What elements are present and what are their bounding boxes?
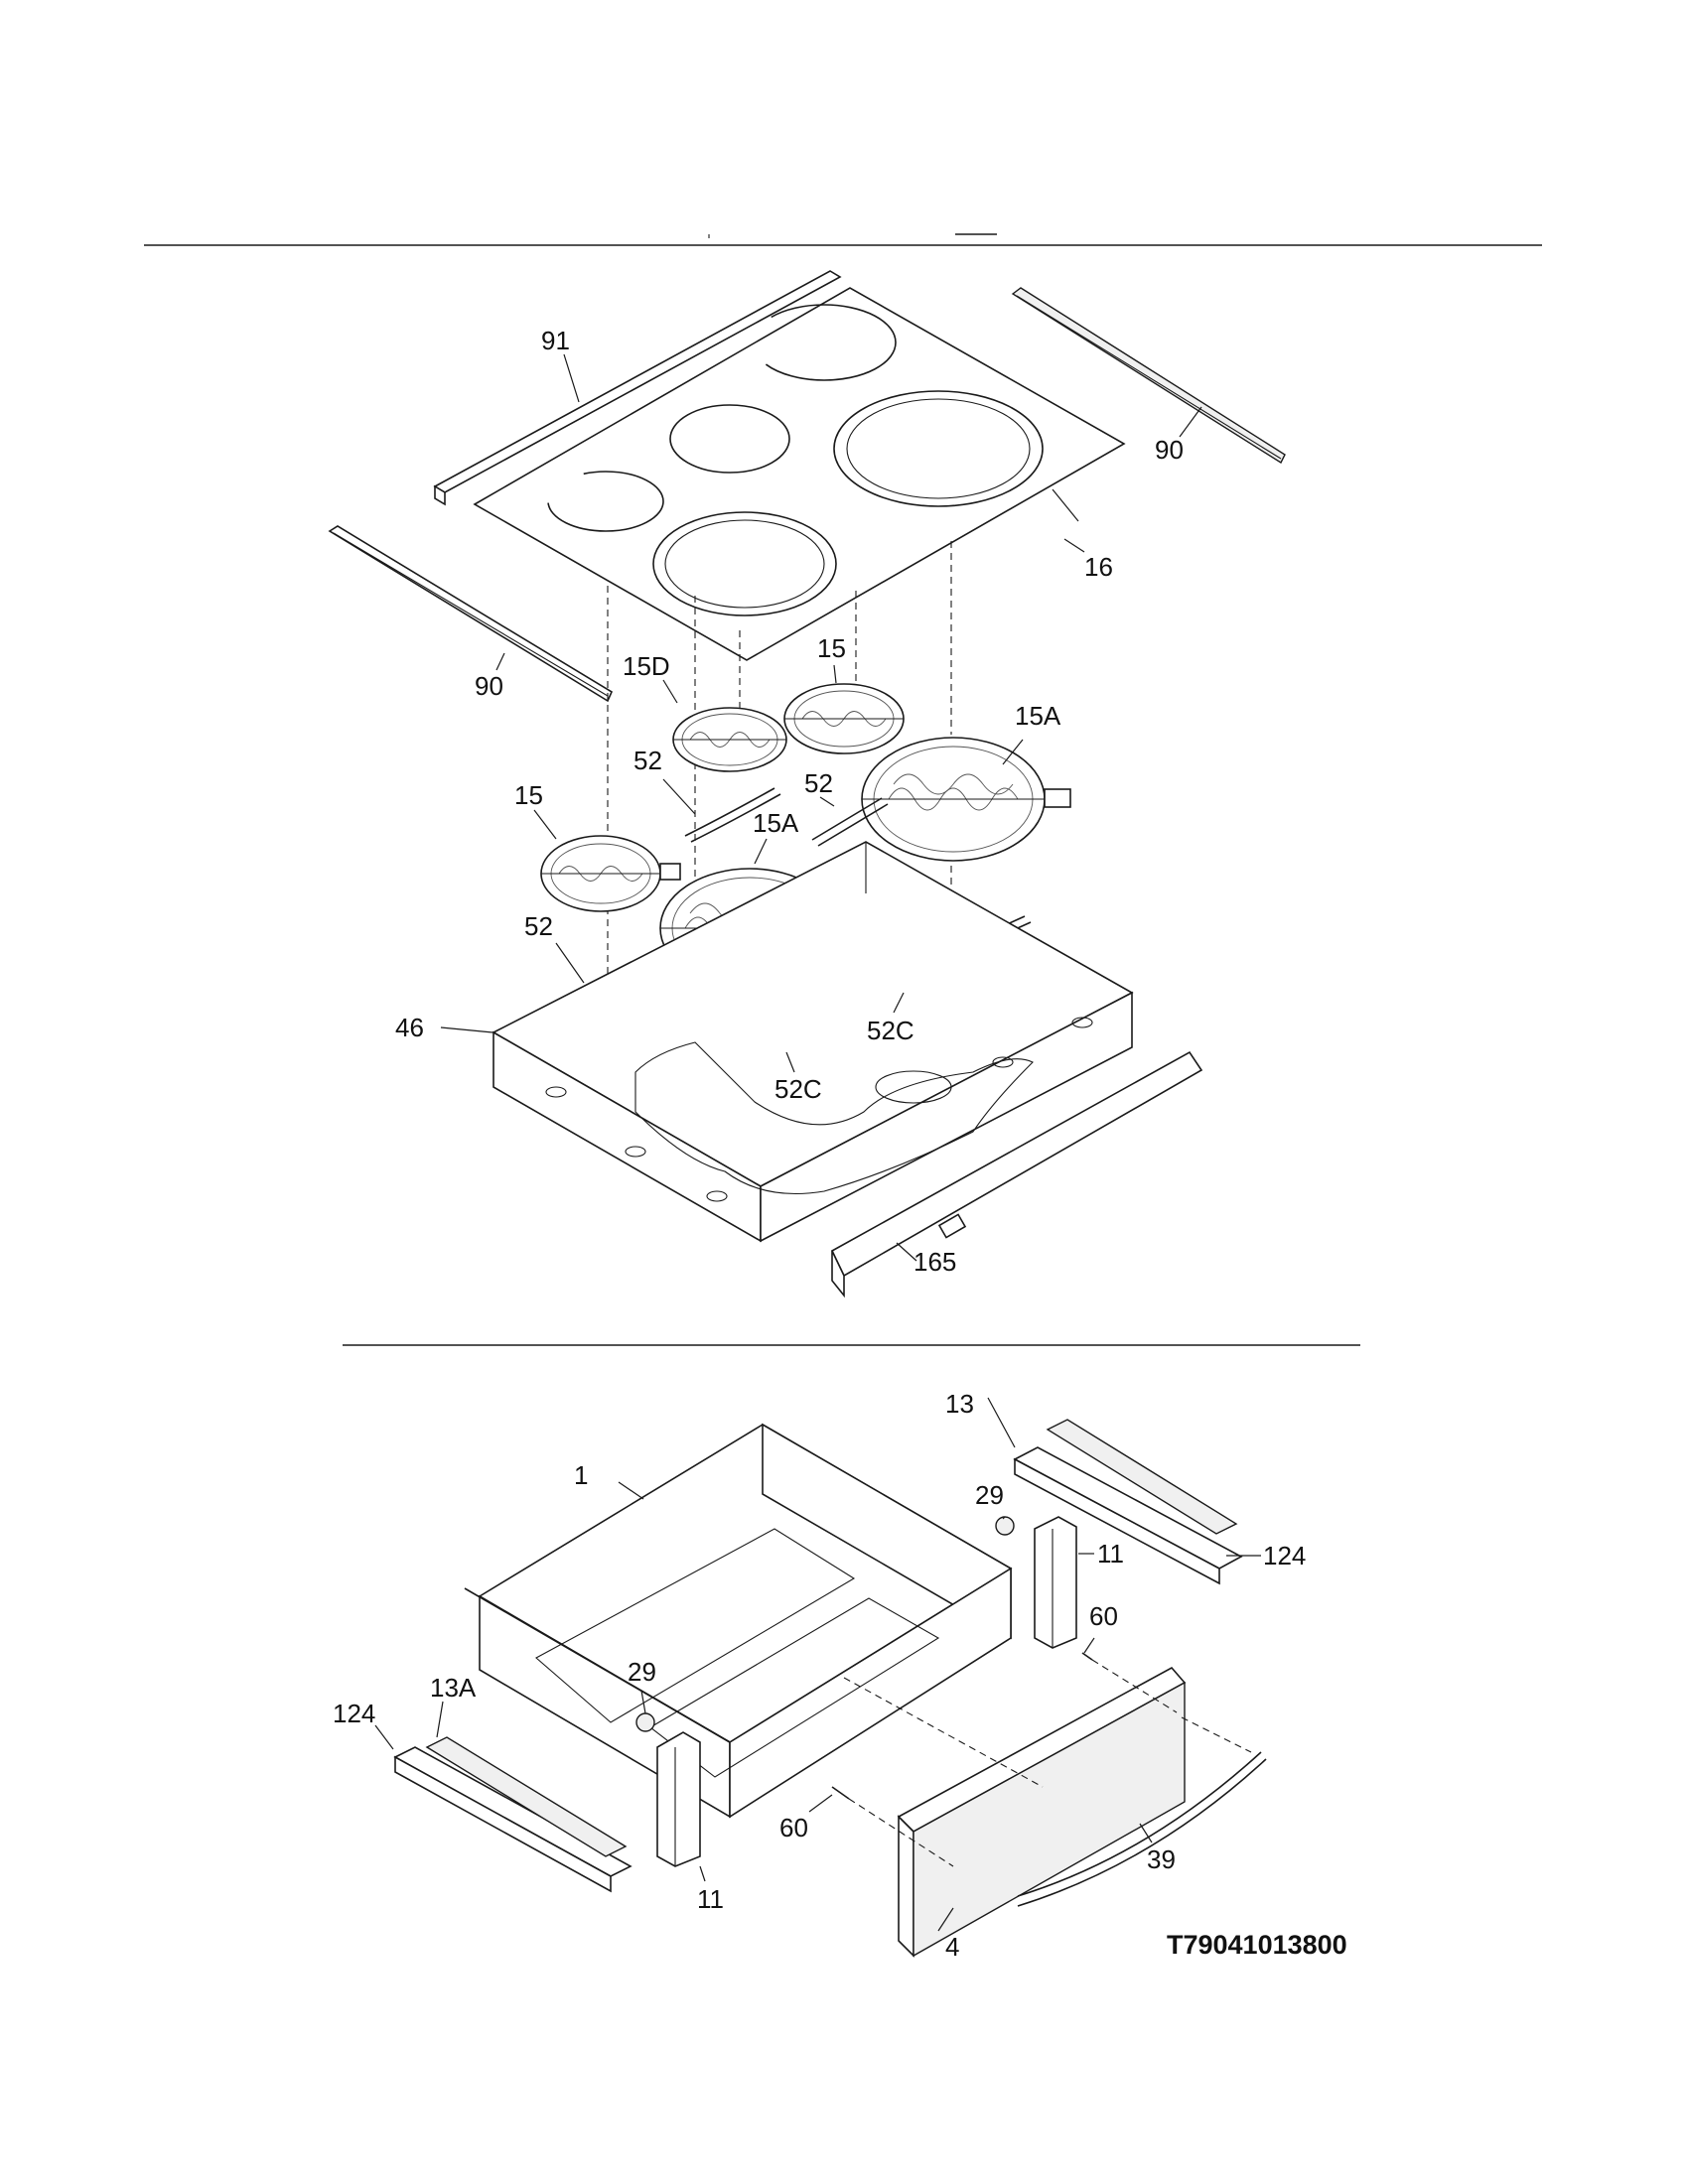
part-91-rear-trim (433, 270, 842, 506)
part-15D-burner (672, 707, 787, 772)
callout-52-c: 52 (524, 911, 553, 941)
part-90-right-trim (1011, 287, 1286, 465)
part-15A-burner-right (861, 737, 1071, 862)
callout-60-left: 60 (779, 1813, 808, 1843)
callout-29-right: 29 (975, 1480, 1004, 1510)
callout-16: 16 (1084, 552, 1113, 582)
callout-52-a: 52 (633, 746, 662, 775)
part-15-burner-rear (783, 683, 905, 754)
callout-39: 39 (1147, 1844, 1176, 1874)
callout-90-left: 90 (475, 671, 503, 701)
part-124-13A-left-slide (393, 1736, 633, 1893)
part-165-control-bracket (830, 1050, 1203, 1298)
callout-52-b: 52 (804, 768, 833, 798)
part-1-drawer-box (464, 1423, 1013, 1819)
callout-1: 1 (574, 1460, 588, 1490)
header-rule (144, 233, 1542, 246)
part-29-left-roller (635, 1712, 655, 1732)
callout-90-right: 90 (1155, 435, 1184, 465)
callout-91: 91 (541, 326, 570, 355)
callout-15A-left: 15A (753, 808, 799, 838)
leader-lines (374, 353, 1261, 1932)
callout-29-left: 29 (628, 1657, 656, 1687)
callout-15-left: 15 (514, 780, 543, 810)
drawer-assembly (393, 1419, 1267, 1958)
callout-52C-right: 52C (867, 1016, 914, 1045)
callout-13: 13 (945, 1389, 974, 1419)
callout-165: 165 (914, 1247, 956, 1277)
drawing-id: T79041013800 (1167, 1930, 1347, 1960)
part-11-left-bracket (656, 1731, 701, 1867)
part-90-left-trim (328, 525, 614, 703)
part-13-124-right-slide (1013, 1419, 1243, 1585)
callout-52C-left: 52C (774, 1074, 822, 1104)
part-4-drawer-front (897, 1666, 1187, 1958)
callout-124-right: 124 (1263, 1541, 1306, 1570)
callout-4: 4 (945, 1932, 959, 1962)
part-46-burner-box (492, 841, 1134, 1243)
callout-13A: 13A (430, 1673, 477, 1703)
part-11-right-bracket (1034, 1516, 1077, 1649)
alignment-lines-drawer (843, 1659, 1252, 1867)
part-15-burner-left (540, 835, 681, 912)
callout-15-rear: 15 (817, 633, 846, 663)
callout-46: 46 (395, 1013, 424, 1042)
callout-15D: 15D (623, 651, 670, 681)
part-60-screws (831, 1652, 1093, 1800)
callout-11-right: 11 (1097, 1539, 1124, 1569)
callout-15A-right: 15A (1015, 701, 1061, 731)
callout-11-left: 11 (697, 1884, 724, 1914)
callout-124-left: 124 (333, 1699, 375, 1728)
part-16-glass-cooktop (473, 287, 1126, 661)
callout-labels: 91 90 16 90 15D 15 15A 52 52 15 15A 52 5… (333, 326, 1347, 1962)
part-39-handle (1017, 1751, 1267, 1907)
cooktop-assembly (328, 270, 1286, 1298)
part-29-right-roller (995, 1516, 1015, 1536)
callout-60-right: 60 (1089, 1601, 1118, 1631)
